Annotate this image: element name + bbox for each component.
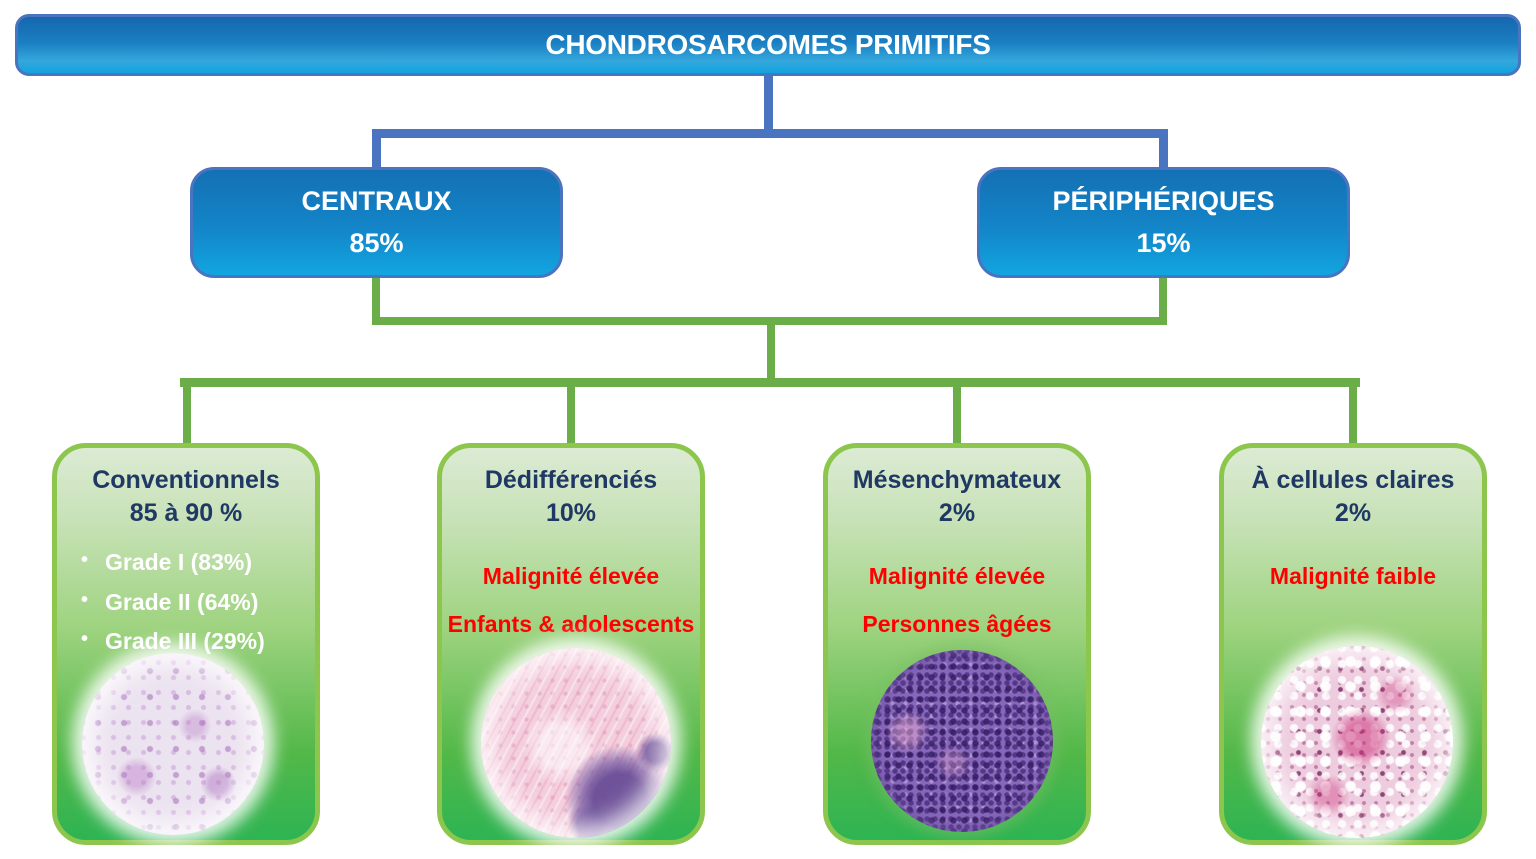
histology-image-conventionnels	[82, 653, 264, 835]
subtype-title: Mésenchymateux	[852, 466, 1062, 494]
connector-green-drop-mesenchymateux	[953, 378, 961, 446]
subtype-percentage: 10%	[545, 498, 597, 527]
histology-image-dedifferencies	[481, 648, 671, 838]
subtype-note: Personnes âgées	[862, 611, 1052, 637]
subtype-note: Malignité élevée	[482, 563, 660, 589]
root-node-title: CHONDROSARCOMES PRIMITIFS	[545, 29, 991, 60]
connector-green-center-vertical	[767, 317, 775, 383]
subtype-card-dedifferencies: Dédifférenciés 10% Malignité élevée Enfa…	[437, 443, 705, 845]
connector-peripheriques-drop	[1159, 129, 1168, 168]
subtype-card-cellules-claires: À cellules claires 2% Malignité faible	[1219, 443, 1487, 845]
connector-green-subtypes-horizontal	[180, 378, 1360, 387]
grade-item: Grade I (83%)	[79, 543, 315, 583]
connector-green-drop-cellules-claires	[1349, 378, 1357, 446]
branch-peripheriques-percentage: 15%	[1136, 227, 1191, 258]
grade-item: Grade III (29%)	[79, 622, 315, 662]
branch-node-centraux: CENTRAUX 85%	[190, 167, 563, 278]
subtype-card-conventionnels: Conventionnels 85 à 90 % Grade I (83%) G…	[52, 443, 320, 845]
grade-list: Grade I (83%) Grade II (64%) Grade III (…	[57, 543, 315, 662]
connector-branches-horizontal	[372, 129, 1168, 138]
subtype-title: Dédifférenciés	[484, 466, 658, 494]
histology-image-cellules-claires	[1261, 646, 1453, 838]
branch-centraux-percentage: 85%	[349, 227, 404, 258]
histology-image-mesenchymateux	[871, 650, 1053, 832]
subtype-note: Malignité élevée	[868, 563, 1046, 589]
subtype-note: Enfants & adolescents	[447, 611, 695, 637]
connector-green-drop-conventionnels	[183, 378, 191, 446]
subtype-title: À cellules claires	[1251, 466, 1455, 494]
connector-centraux-drop	[372, 129, 381, 168]
subtype-note: Malignité faible	[1269, 563, 1437, 589]
subtype-percentage: 85 à 90 %	[129, 498, 243, 527]
connector-green-drop-dedifferencies	[567, 378, 575, 446]
subtype-title: Conventionnels	[92, 466, 280, 494]
branch-peripheriques-label: PÉRIPHÉRIQUES	[1052, 185, 1275, 216]
connector-root-vertical	[764, 76, 773, 134]
subtype-card-mesenchymateux: Mésenchymateux 2% Malignité élevée Perso…	[823, 443, 1091, 845]
root-node: CHONDROSARCOMES PRIMITIFS	[15, 14, 1521, 76]
subtype-percentage: 2%	[1334, 498, 1372, 527]
branch-node-peripheriques: PÉRIPHÉRIQUES 15%	[977, 167, 1350, 278]
connector-green-from-peripheriques	[1159, 278, 1167, 322]
connector-green-from-centraux	[372, 278, 380, 322]
branch-centraux-label: CENTRAUX	[301, 185, 452, 216]
grade-item: Grade II (64%)	[79, 583, 315, 623]
subtype-percentage: 2%	[938, 498, 976, 527]
